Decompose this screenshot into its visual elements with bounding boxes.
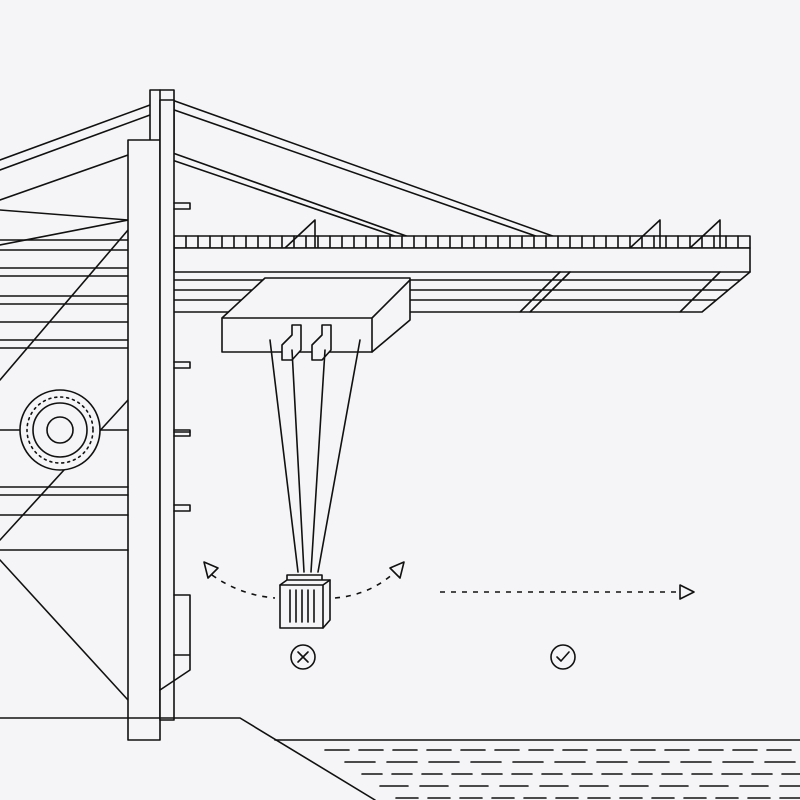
hoist-cables [269,339,361,573]
container [279,574,331,629]
check-circle-icon [550,644,576,670]
cross-circle-icon [290,644,316,670]
tower [0,89,191,741]
ground-and-water [0,717,800,800]
boom [0,219,751,349]
arrow-head-right-icon [389,561,405,579]
crane-cables [0,99,576,249]
wheel [19,389,101,471]
swing-arrows [203,561,405,599]
arrow-right-icon [679,584,695,600]
arrow-head-left-icon [203,561,219,579]
horizontal-arrow [440,584,695,600]
trolley [221,277,411,361]
